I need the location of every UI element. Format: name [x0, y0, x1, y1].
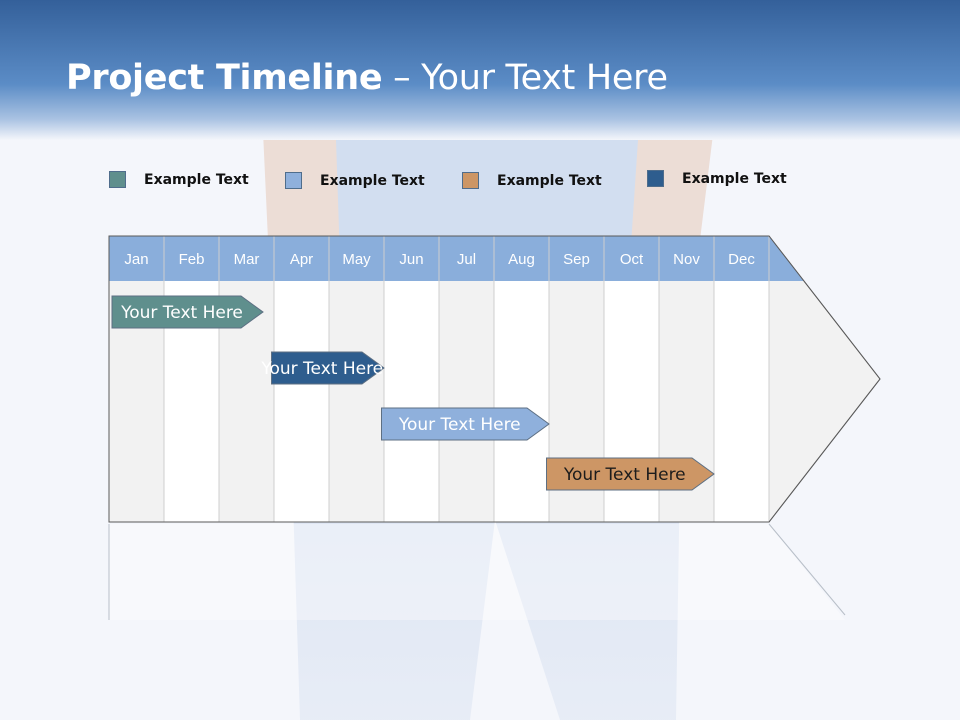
month-label: Nov [673, 251, 700, 268]
legend-swatch [647, 170, 664, 187]
month-column [494, 281, 549, 522]
month-label: Aug [508, 251, 535, 268]
month-label: Jun [399, 251, 423, 268]
month-header-cell [329, 236, 384, 281]
task-bar [111, 295, 264, 329]
title-rest: – Your Text Here [382, 58, 668, 98]
page-title: Project Timeline – Your Text Here [66, 58, 668, 98]
month-header-cell [109, 236, 164, 281]
reflection-edge [768, 523, 846, 616]
month-label: Oct [620, 251, 644, 268]
month-column [384, 281, 439, 522]
legend-swatch [462, 172, 479, 189]
legend-item-2: Example Text [285, 172, 425, 189]
task-label: Your Text Here [260, 359, 383, 379]
month-label: Mar [234, 251, 260, 268]
month-label: Jan [124, 251, 148, 268]
legend-swatch [109, 171, 126, 188]
month-column [329, 281, 384, 522]
task-bar [271, 351, 385, 385]
month-column [274, 281, 329, 522]
month-label: May [342, 251, 371, 268]
legend-item-4: Example Text [647, 170, 787, 187]
month-header-cell [164, 236, 219, 281]
month-header-cell [549, 236, 604, 281]
month-label: Apr [290, 251, 313, 268]
month-label: Sep [563, 251, 590, 268]
month-header-cell [714, 236, 769, 281]
task-bar [546, 457, 715, 491]
legend-item-3: Example Text [462, 172, 602, 189]
task-label: Your Text Here [563, 465, 686, 485]
legend-label: Example Text [320, 172, 425, 189]
month-header-cell [659, 236, 714, 281]
month-header-cell [494, 236, 549, 281]
legend-label: Example Text [682, 170, 787, 187]
timeline-outline [108, 235, 881, 523]
legend-label: Example Text [144, 171, 249, 188]
month-header-cell [219, 236, 274, 281]
header-banner [0, 0, 960, 140]
month-header-cell [439, 236, 494, 281]
legend-label: Example Text [497, 172, 602, 189]
month-header-cell [604, 236, 659, 281]
month-header-cell [274, 236, 329, 281]
title-bold: Project Timeline [66, 58, 383, 98]
timeline-reflection [109, 524, 845, 620]
legend-swatch [285, 172, 302, 189]
month-header-cell [384, 236, 439, 281]
legend-item-1: Example Text [109, 171, 249, 188]
month-column [439, 281, 494, 522]
month-label: Jul [457, 251, 476, 268]
task-bar [381, 407, 550, 441]
month-label: Dec [728, 251, 755, 268]
month-column [714, 281, 769, 522]
month-label: Feb [179, 251, 205, 268]
task-label: Your Text Here [398, 415, 521, 435]
task-label: Your Text Here [120, 303, 243, 323]
